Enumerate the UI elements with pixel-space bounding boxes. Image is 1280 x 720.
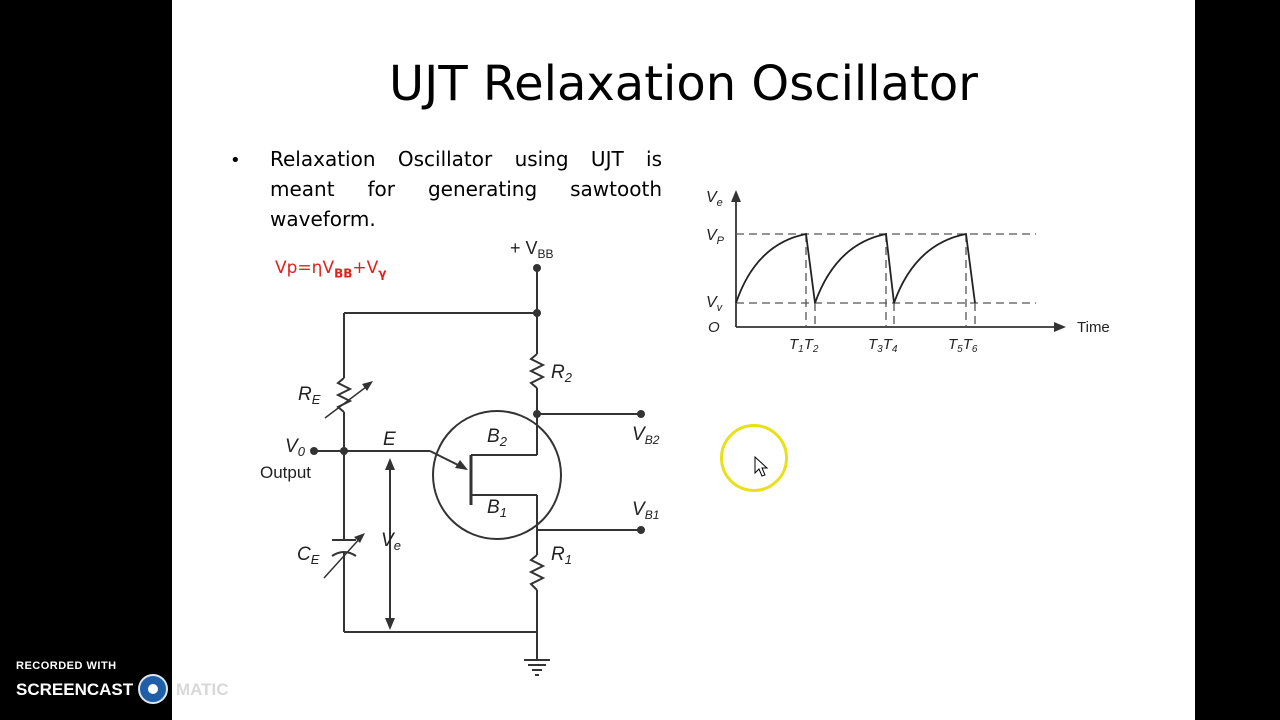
slide: UJT Relaxation Oscillator • Relaxation O… — [172, 0, 1195, 720]
output-label: Output — [260, 463, 311, 482]
bullet-text: Relaxation Oscillator using UJT is meant… — [270, 147, 662, 231]
watermark-recorded-with: RECORDED WITH — [16, 660, 117, 672]
bullet-marker: • — [230, 150, 241, 171]
wave-t5-t6-label: T5T6 — [948, 336, 978, 355]
wave-origin-label: O — [708, 319, 720, 336]
watermark-matic: MATIC — [176, 680, 229, 699]
screencast-watermark: RECORDED WITH SCREENCAST MATIC — [16, 660, 229, 704]
wave-t1-t2-label: T1T2 — [789, 336, 819, 355]
peak-voltage-formula: Vp=ηVBB+Vγ — [275, 258, 387, 281]
wave-time-label: Time — [1077, 319, 1110, 336]
mouse-pointer-icon — [754, 456, 768, 477]
supply-label: + VBB — [510, 238, 554, 261]
cursor-highlight-ring — [720, 424, 788, 492]
watermark-screencast: SCREENCAST — [16, 680, 134, 699]
re-label: RE — [298, 384, 321, 407]
v0-label: V0 — [285, 436, 306, 459]
b1-label: B1 — [487, 497, 507, 520]
wave-t3-t4-label: T3T4 — [868, 336, 898, 355]
screencast-logo-icon — [138, 674, 168, 704]
slide-title: UJT Relaxation Oscillator — [389, 56, 978, 112]
r2-label: R2 — [551, 362, 573, 385]
emitter-label: E — [383, 429, 396, 450]
ce-label: CE — [297, 544, 320, 567]
wave-vp-label: VP — [706, 227, 725, 247]
vb1-label: VB1 — [632, 499, 659, 522]
ve-label: Ve — [381, 530, 401, 553]
wave-ve-label: Ve — [706, 189, 723, 209]
wave-vv-label: Vv — [706, 294, 724, 314]
vb2-label: VB2 — [632, 424, 660, 447]
r1-label: R1 — [551, 544, 572, 567]
b2-label: B2 — [487, 426, 508, 449]
